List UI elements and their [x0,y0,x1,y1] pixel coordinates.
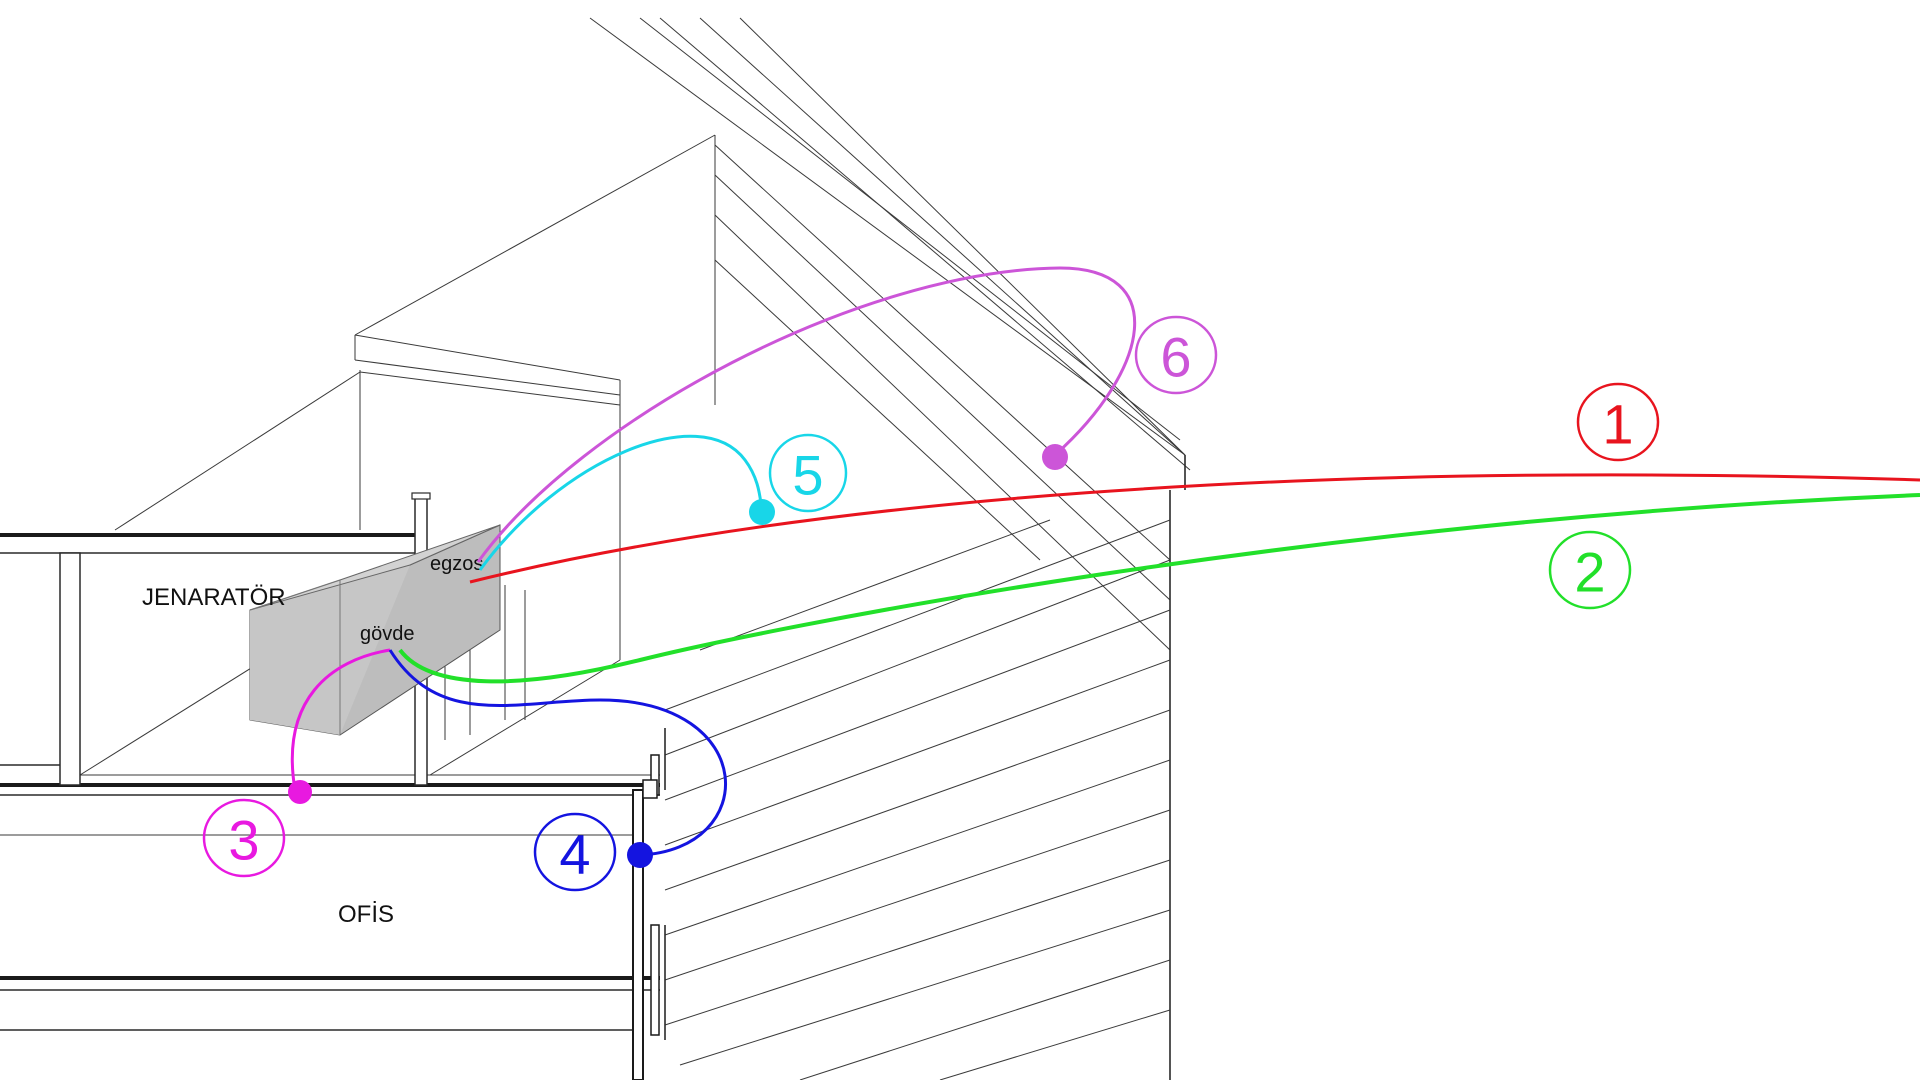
marker-dot-5 [749,499,775,525]
marker-number-4: 4 [559,823,590,886]
marker-number-6: 6 [1160,326,1191,389]
marker-dot-3 [288,780,312,804]
wall-hatch [664,519,1171,1080]
office-label: OFİS [338,901,394,928]
leader-line-2 [398,493,1920,684]
marker-number-3: 3 [228,809,259,872]
roof-lines [589,17,1191,1080]
generator-box [249,524,501,736]
leader-line-3 [290,648,391,791]
marker-bubble-3: 3 [202,798,286,878]
marker-bubble-6: 6 [1134,315,1218,395]
marker-dot-6 [1042,444,1068,470]
office-level [0,728,666,1080]
marker-number-2: 2 [1574,541,1605,604]
marker-number-5: 5 [792,444,823,507]
leader-curves [290,266,1920,857]
marker-bubble-5: 5 [768,433,848,513]
marker-bubble-2: 2 [1548,530,1632,610]
leader-line-4 [388,649,727,857]
marker-bubble-1: 1 [1576,382,1660,462]
body-label: gövde [360,623,415,645]
leader-line-6 [476,266,1137,563]
marker-dot-4 [627,842,653,868]
leader-line-1 [469,473,1920,584]
leader-line-5 [478,434,764,571]
upper-volume [114,134,716,660]
marker-number-1: 1 [1602,393,1633,456]
generator-label: JENARATÖR [142,584,286,611]
exhaust-label: egzos [430,553,483,575]
marker-bubble-4: 4 [533,812,617,892]
